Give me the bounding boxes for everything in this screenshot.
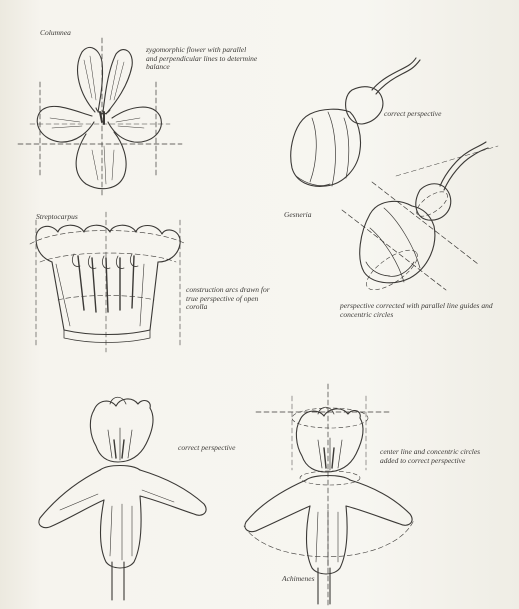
streptocarpus-corolla-drawing: [30, 212, 186, 352]
caption-columnea: Columnea: [40, 28, 71, 37]
note-perspective-corrected: perspective corrected with parallel line…: [340, 302, 500, 319]
achimenes-flower-right-drawing: [244, 384, 414, 606]
gesneria-bud-corrected-drawing: [342, 142, 498, 297]
achimenes-flower-left-drawing: [39, 397, 206, 600]
gesneria-bud-top-drawing: [291, 58, 420, 186]
caption-achimenes: Achimenes: [282, 574, 315, 583]
caption-gesneria: Gesneria: [284, 210, 312, 219]
caption-streptocarpus: Streptocarpus: [36, 212, 78, 221]
note-zygomorphic: zygomorphic flower with parallel and per…: [146, 46, 258, 72]
note-correct-perspective-bottom: correct perspective: [178, 444, 248, 453]
note-construction-arcs: construction arcs drawn for true perspec…: [186, 286, 272, 312]
note-correct-perspective-top: correct perspective: [384, 110, 484, 119]
note-center-line: center line and concentric circles added…: [380, 448, 500, 465]
